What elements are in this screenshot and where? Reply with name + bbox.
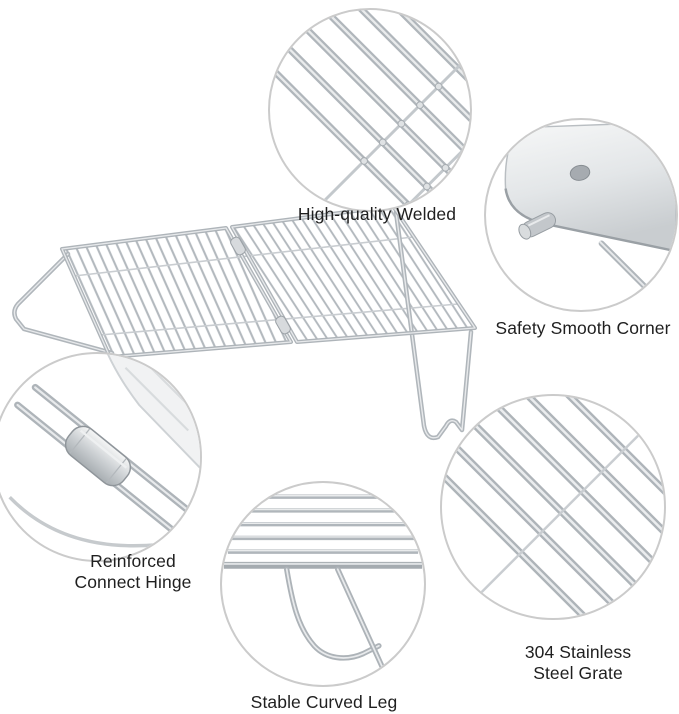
left-folding-leg <box>12 251 115 356</box>
callout-circle-corner <box>484 118 678 312</box>
curved-leg-closeup-image <box>223 494 423 684</box>
cross-wire <box>454 408 664 618</box>
caption-stable-curved-leg: Stable Curved Leg <box>250 692 398 712</box>
caption-reinforced-connect-hinge: Reinforced Connect Hinge <box>74 551 192 593</box>
corner-pin <box>518 212 557 240</box>
welded-bars-closeup-image <box>270 10 470 210</box>
callout-circle-leg <box>220 481 426 687</box>
callout-circle-hinge <box>0 352 202 562</box>
caption-304-stainless-steel-grate: 304 Stainless Steel Grate <box>524 642 632 684</box>
hinge-sleeve <box>64 425 132 487</box>
callout-circle-grate <box>440 394 666 620</box>
grate-bars-closeup-image <box>442 396 664 618</box>
hinge-closeup-image <box>8 354 200 548</box>
right-folding-leg <box>393 209 474 441</box>
curved-leg-wires <box>284 566 392 684</box>
caption-high-quality-welded: High-quality Welded <box>297 204 457 224</box>
frame-hole <box>569 164 591 181</box>
leg-wire <box>598 240 666 308</box>
callout-circle-welded <box>268 8 472 212</box>
grate-left-panel <box>62 228 291 357</box>
grate-frame <box>60 204 477 359</box>
rounded-corner-closeup-image <box>504 121 676 308</box>
split-hinge-sleeves <box>230 236 291 335</box>
grill-grate-product-image <box>12 204 477 441</box>
caption-safety-smooth-corner: Safety Smooth Corner <box>495 318 671 338</box>
